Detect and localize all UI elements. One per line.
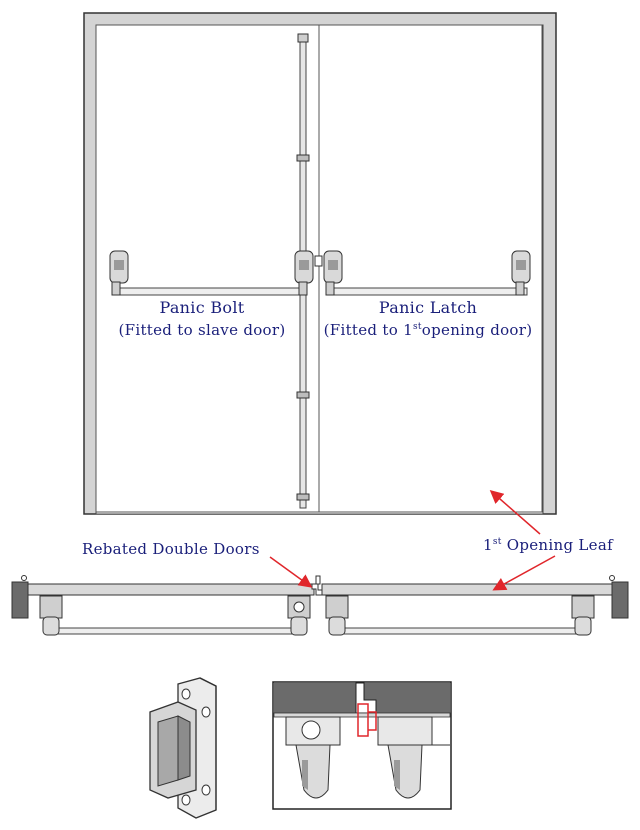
opening-leaf-arrow-plan [492,555,556,591]
panic-bolt-title: Panic Bolt [159,298,245,317]
slave-leaf-plan [27,583,315,596]
plan-housing-1 [39,595,63,636]
opening-leaf-arrow-elevation [489,490,541,535]
plan-housing-2 [287,595,311,636]
rebated-double-doors-label: Rebated Double Doors [82,540,260,558]
panic-latch-bar [314,250,531,296]
opening-leaf-plan [321,583,613,596]
slave-door-leaf [95,24,320,513]
opening-door-leaf [318,24,543,513]
plan-housing-4 [571,595,595,636]
opening-leaf-label: 1st Opening Leaf [483,536,613,554]
frame-block-right [611,581,629,619]
rebate-joint [311,583,323,596]
panic-latch-title: Panic Latch [378,298,478,317]
strike-plate-illustration [149,677,217,819]
panic-bolt-note: (Fitted to slave door) [118,321,286,339]
door-elevation [83,12,557,515]
door-plan-view [11,575,629,636]
rebated-arrow [269,556,313,588]
rebate-detail-inset [272,681,452,810]
plan-housing-3 [325,595,349,636]
panic-latch-note: (Fitted to 1stopening door) [323,321,533,339]
panic-bolt-bar [109,250,314,296]
frame-block-left [11,581,29,619]
